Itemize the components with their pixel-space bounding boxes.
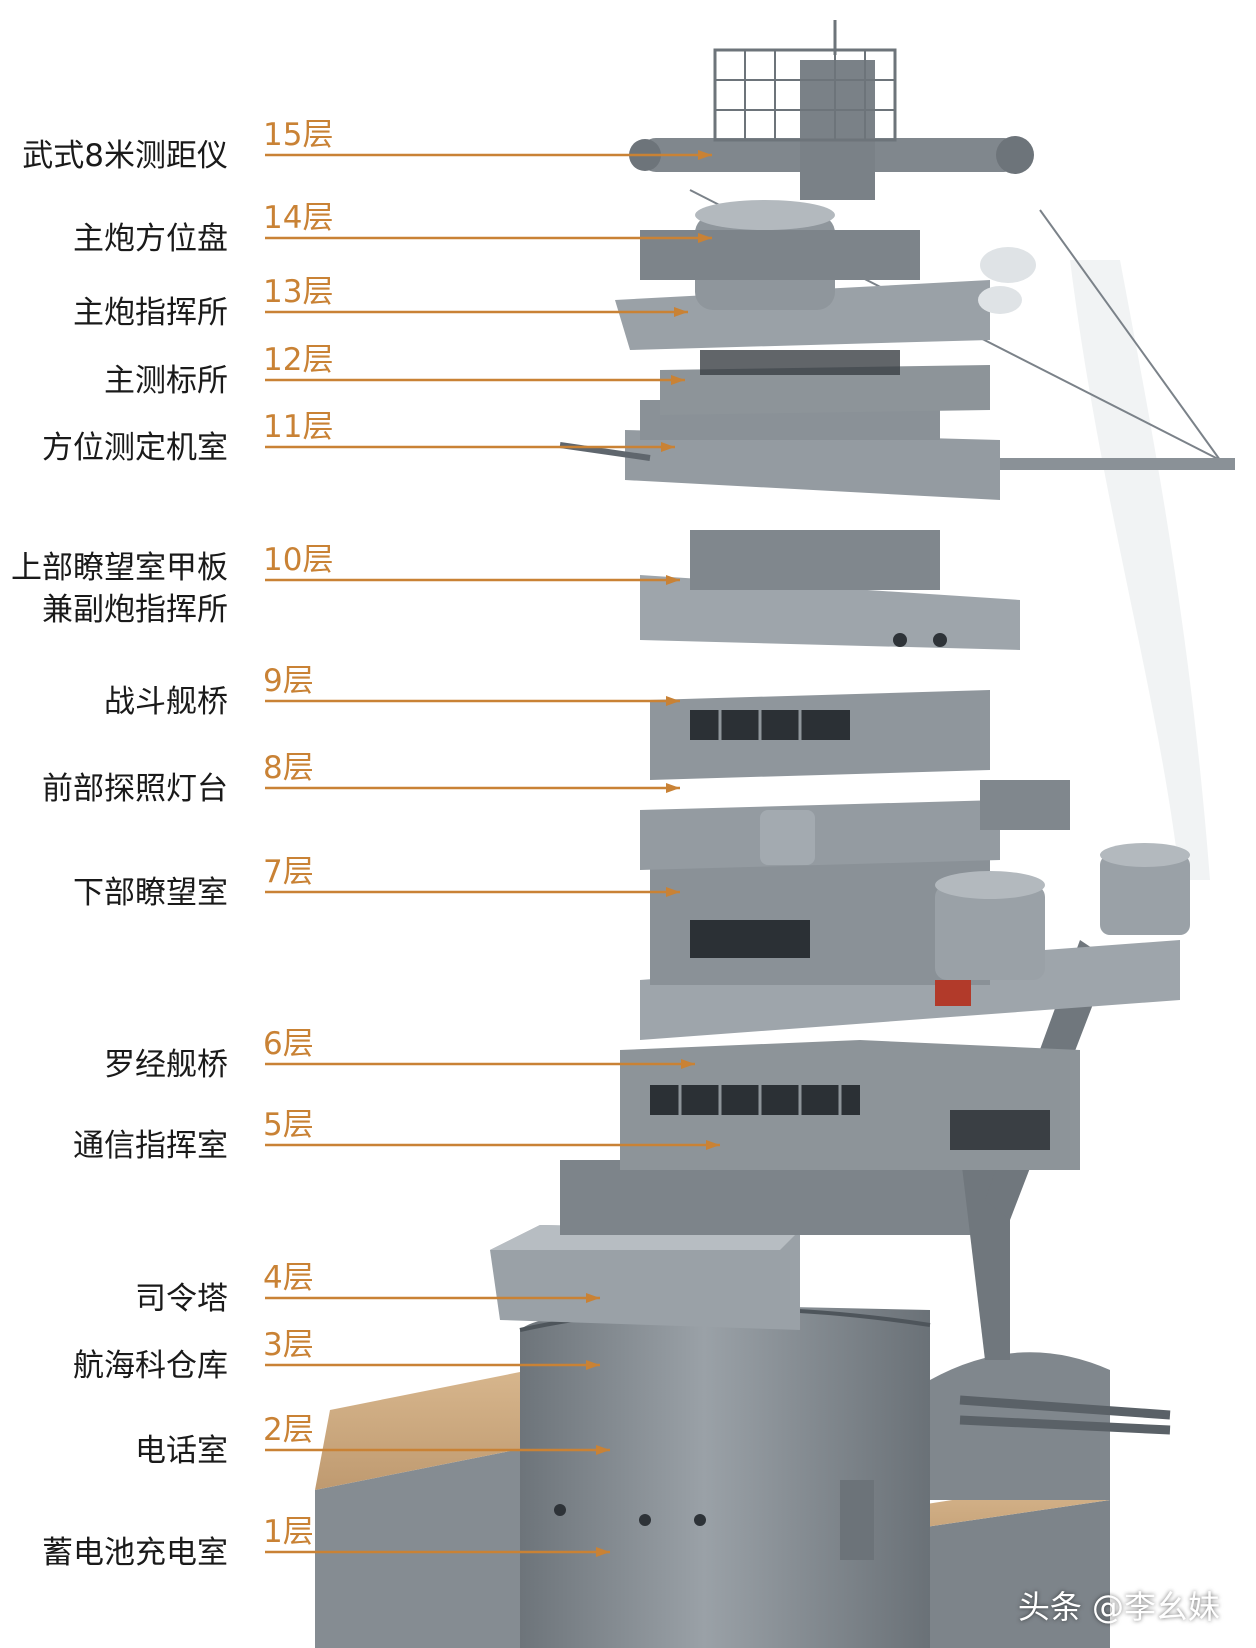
leader-arrowhead bbox=[671, 375, 685, 385]
watermark: 头条 @李幺妹 bbox=[1017, 1588, 1220, 1626]
floor-number: 3层 bbox=[263, 1327, 314, 1363]
conning-tower bbox=[520, 1305, 930, 1648]
leader-arrowhead bbox=[666, 887, 680, 897]
platform-10 bbox=[640, 575, 1020, 650]
floor-number: 6层 bbox=[263, 1026, 314, 1062]
platform-5 bbox=[490, 1225, 800, 1330]
yardarm bbox=[1000, 458, 1235, 470]
radar-lattice bbox=[713, 48, 897, 142]
location-name: 主测标所 bbox=[104, 363, 228, 399]
location-name: 司令塔 bbox=[135, 1281, 228, 1317]
floor-number: 1层 bbox=[263, 1514, 314, 1550]
leader-arrowhead bbox=[681, 1059, 695, 1069]
floor-number: 15层 bbox=[263, 117, 333, 153]
leader-arrowhead bbox=[666, 783, 680, 793]
rigging-line bbox=[1039, 209, 1221, 461]
location-name: 上部瞭望室甲板 bbox=[11, 550, 228, 586]
location-name: 航海科仓库 bbox=[73, 1348, 228, 1384]
location-name: 通信指挥室 bbox=[73, 1128, 228, 1164]
location-name: 前部探照灯台 bbox=[42, 771, 228, 807]
leader-arrowhead bbox=[666, 575, 680, 585]
floor-number: 8层 bbox=[263, 750, 314, 786]
leader-arrowhead bbox=[706, 1140, 720, 1150]
floor-number: 2层 bbox=[263, 1412, 314, 1448]
leader-arrowhead bbox=[666, 696, 680, 706]
location-name: 武式8米测距仪 bbox=[22, 138, 228, 174]
platform-8 bbox=[640, 800, 1000, 870]
ship-structure bbox=[315, 20, 1235, 1648]
leader-arrowhead bbox=[698, 233, 712, 243]
floor-number: 7层 bbox=[263, 854, 314, 890]
leader-arrowhead bbox=[661, 442, 675, 452]
leader-arrowhead bbox=[698, 150, 712, 160]
platform-12 bbox=[660, 365, 990, 415]
floor-number: 9层 bbox=[263, 663, 314, 699]
location-name: 蓄电池充电室 bbox=[42, 1535, 228, 1571]
leader-arrowhead bbox=[586, 1293, 600, 1303]
location-name: 主炮指挥所 bbox=[73, 295, 228, 331]
leader-arrowhead bbox=[586, 1360, 600, 1370]
floor-number: 4层 bbox=[263, 1260, 314, 1296]
location-name: 下部瞭望室 bbox=[73, 875, 228, 911]
floor-number: 13层 bbox=[263, 274, 333, 310]
location-name: 战斗舰桥 bbox=[104, 684, 228, 720]
deck-left bbox=[315, 1370, 565, 1490]
floor-number: 11层 bbox=[263, 409, 333, 445]
floor-number: 5层 bbox=[263, 1107, 314, 1143]
location-name: 电话室 bbox=[135, 1433, 228, 1469]
floor-number: 12层 bbox=[263, 342, 333, 378]
location-name: 兼副炮指挥所 bbox=[42, 592, 228, 628]
location-name: 罗经舰桥 bbox=[104, 1047, 228, 1083]
leader-arrowhead bbox=[596, 1547, 610, 1557]
base-deckhouse-left bbox=[315, 1440, 565, 1648]
leader-arrowhead bbox=[674, 307, 688, 317]
floor-number: 14层 bbox=[263, 200, 333, 236]
floor-number: 10层 bbox=[263, 542, 333, 578]
location-name: 方位测定机室 bbox=[42, 430, 228, 466]
leader-arrowhead bbox=[596, 1445, 610, 1455]
platform-11 bbox=[625, 430, 1000, 500]
location-name: 主炮方位盘 bbox=[73, 221, 228, 257]
smoke-haze bbox=[1070, 260, 1210, 880]
